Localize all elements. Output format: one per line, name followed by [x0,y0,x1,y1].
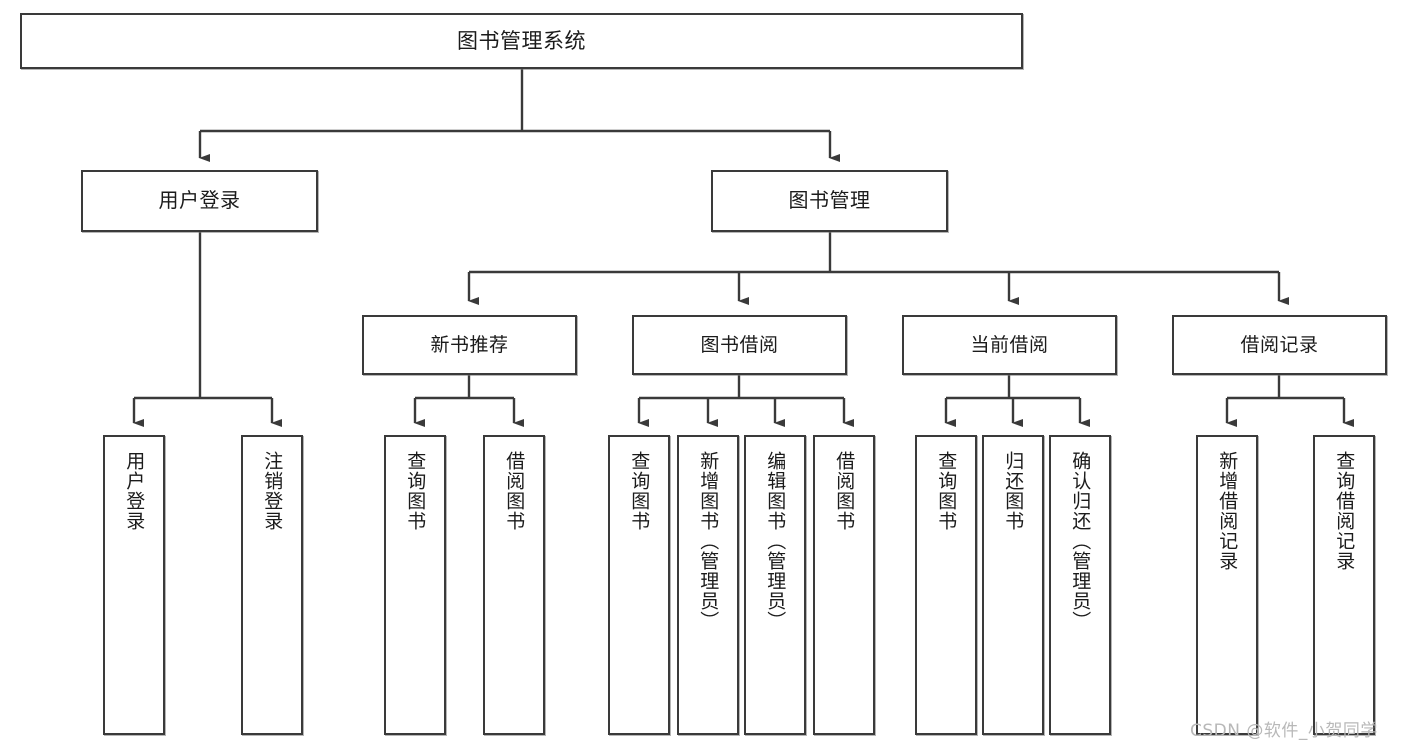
node-leaf-confirm-return[interactable]: 确认归还（管理员） [1049,435,1111,735]
node-current-borrow[interactable]: 当前借阅 [902,315,1117,375]
node-leaf-add-book[interactable]: 新增图书（管理员） [677,435,739,735]
csdn-watermark: CSDN @软件_小贺同学 [1190,721,1378,741]
node-leaf-query-borrow-record[interactable]: 查询借阅记录 [1313,435,1375,735]
node-label: 编辑图书（管理员） [764,451,787,631]
node-label: 新增借阅记录 [1216,451,1239,571]
node-label: 借阅记录 [1240,333,1319,356]
node-label: 借阅图书 [503,451,526,531]
node-book-management[interactable]: 图书管理 [711,170,948,232]
node-leaf-edit-book[interactable]: 编辑图书（管理员） [744,435,806,735]
node-label: 图书管理 [788,188,871,213]
node-leaf-user-login[interactable]: 用户登录 [103,435,165,735]
node-borrow-record[interactable]: 借阅记录 [1172,315,1387,375]
node-label: 新增图书（管理员） [697,451,720,631]
node-leaf-query-book-current[interactable]: 查询图书 [915,435,977,735]
node-label: 确认归还（管理员） [1069,451,1092,631]
node-label: 用户登录 [158,188,241,213]
node-label: 注销登录 [261,451,284,531]
node-label: 查询图书 [404,451,427,531]
node-label: 借阅图书 [833,451,856,531]
node-label: 查询图书 [935,451,958,531]
node-label: 新书推荐 [430,333,509,356]
node-leaf-borrow-book[interactable]: 借阅图书 [813,435,875,735]
node-label: 图书借阅 [700,333,779,356]
node-user-login[interactable]: 用户登录 [81,170,318,232]
node-label: 当前借阅 [970,333,1049,356]
node-label: 图书管理系统 [457,28,586,53]
node-leaf-return-book[interactable]: 归还图书 [982,435,1044,735]
node-label: 查询图书 [628,451,651,531]
node-leaf-logout-login[interactable]: 注销登录 [241,435,303,735]
node-new-book-recommend[interactable]: 新书推荐 [362,315,577,375]
node-leaf-borrow-book-recommend[interactable]: 借阅图书 [483,435,545,735]
node-leaf-query-book-recommend[interactable]: 查询图书 [384,435,446,735]
node-leaf-query-book-borrow[interactable]: 查询图书 [608,435,670,735]
node-label: 用户登录 [123,451,146,531]
node-leaf-add-borrow-record[interactable]: 新增借阅记录 [1196,435,1258,735]
node-book-borrow[interactable]: 图书借阅 [632,315,847,375]
node-book-management-system[interactable]: 图书管理系统 [20,13,1023,69]
node-label: 归还图书 [1002,451,1025,531]
node-label: 查询借阅记录 [1333,451,1356,571]
